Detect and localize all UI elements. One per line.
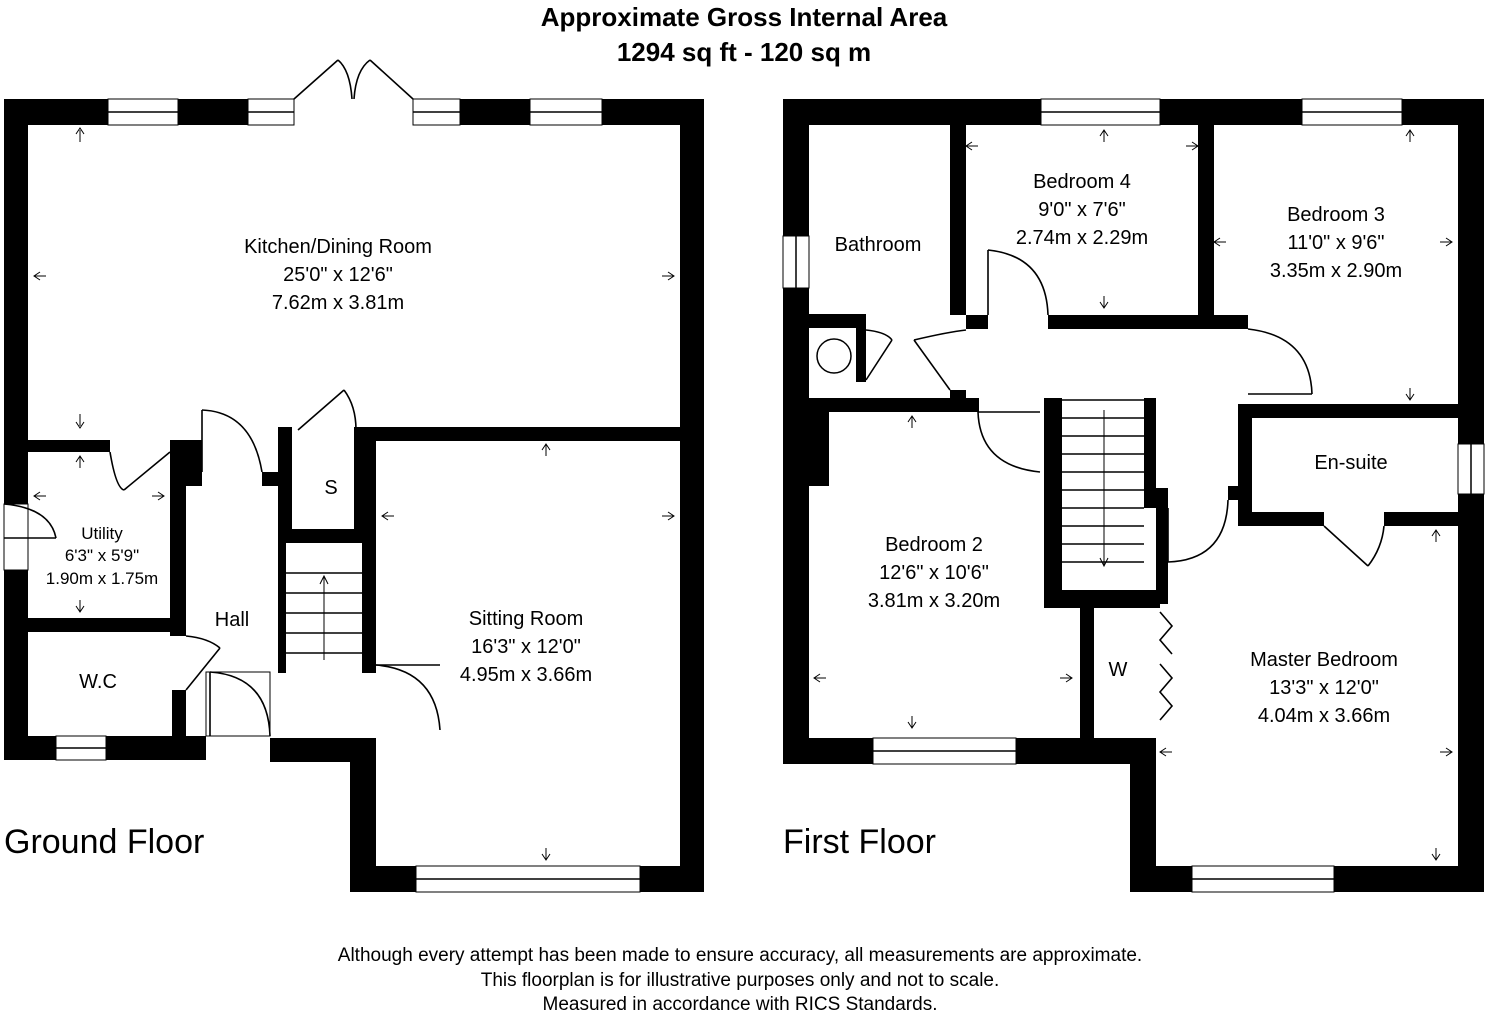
ensuite-name: En-suite: [1314, 452, 1387, 474]
ground-stairs: [286, 572, 362, 660]
kitchen-imperial: 25'0" x 12'6": [283, 264, 393, 286]
hall-name: Hall: [215, 609, 249, 631]
first-floor-plan: Bathroom Bedroom 4 9'0" x 7'6" 2.74m x 2…: [782, 98, 1485, 893]
bedroom4-metric: 2.74m x 2.29m: [1016, 227, 1148, 249]
bedroom3-metric: 3.35m x 2.90m: [1270, 260, 1402, 282]
bedroom4-imperial: 9'0" x 7'6": [1038, 199, 1125, 221]
bedroom3-imperial: 11'0" x 9'6": [1287, 232, 1384, 254]
master-name: Master Bedroom: [1250, 649, 1398, 671]
first-dimension-ticks: [813, 129, 1453, 861]
sitting-metric: 4.95m x 3.66m: [460, 664, 592, 686]
utility-name: Utility: [81, 524, 123, 543]
disclaimer-line-3: Measured in accordance with RICS Standar…: [543, 994, 938, 1015]
bathroom-name: Bathroom: [835, 234, 922, 256]
area-title: Approximate Gross Internal Area: [541, 2, 948, 32]
disclaimer-line-2: This floorplan is for illustrative purpo…: [481, 970, 1000, 991]
utility-imperial: 6'3" x 5'9": [65, 546, 139, 565]
bedroom2-name: Bedroom 2: [885, 534, 983, 556]
area-total: 1294 sq ft - 120 sq m: [617, 37, 871, 67]
store-name: S: [324, 477, 337, 499]
first-floor-label: First Floor: [783, 823, 936, 861]
ground-floor-plan: Kitchen/Dining Room 25'0" x 12'6" 7.62m …: [3, 59, 704, 893]
sitting-imperial: 16'3" x 12'0": [471, 636, 581, 658]
disclaimer-line-1: Although every attempt has been made to …: [338, 945, 1142, 966]
bedroom2-imperial: 12'6" x 10'6": [879, 562, 989, 584]
utility-metric: 1.90m x 1.75m: [46, 569, 158, 588]
master-imperial: 13'3" x 12'0": [1269, 677, 1379, 699]
cylinder-icon: [816, 338, 852, 374]
kitchen-name: Kitchen/Dining Room: [244, 236, 432, 258]
kitchen-metric: 7.62m x 3.81m: [272, 292, 404, 314]
wardrobe-doors: [1158, 611, 1174, 721]
first-stairs: [1062, 399, 1144, 568]
bedroom3-name: Bedroom 3: [1287, 204, 1385, 226]
french-doors: [293, 59, 414, 100]
wc-name: W.C: [79, 671, 117, 693]
ground-floor-label: Ground Floor: [4, 823, 204, 861]
master-metric: 4.04m x 3.66m: [1258, 705, 1390, 727]
bedroom4-name: Bedroom 4: [1033, 171, 1131, 193]
bedroom2-metric: 3.81m x 3.20m: [868, 590, 1000, 612]
ground-dimension-ticks: [33, 127, 675, 861]
sitting-name: Sitting Room: [469, 608, 584, 630]
wardrobe-name: W: [1109, 659, 1128, 681]
